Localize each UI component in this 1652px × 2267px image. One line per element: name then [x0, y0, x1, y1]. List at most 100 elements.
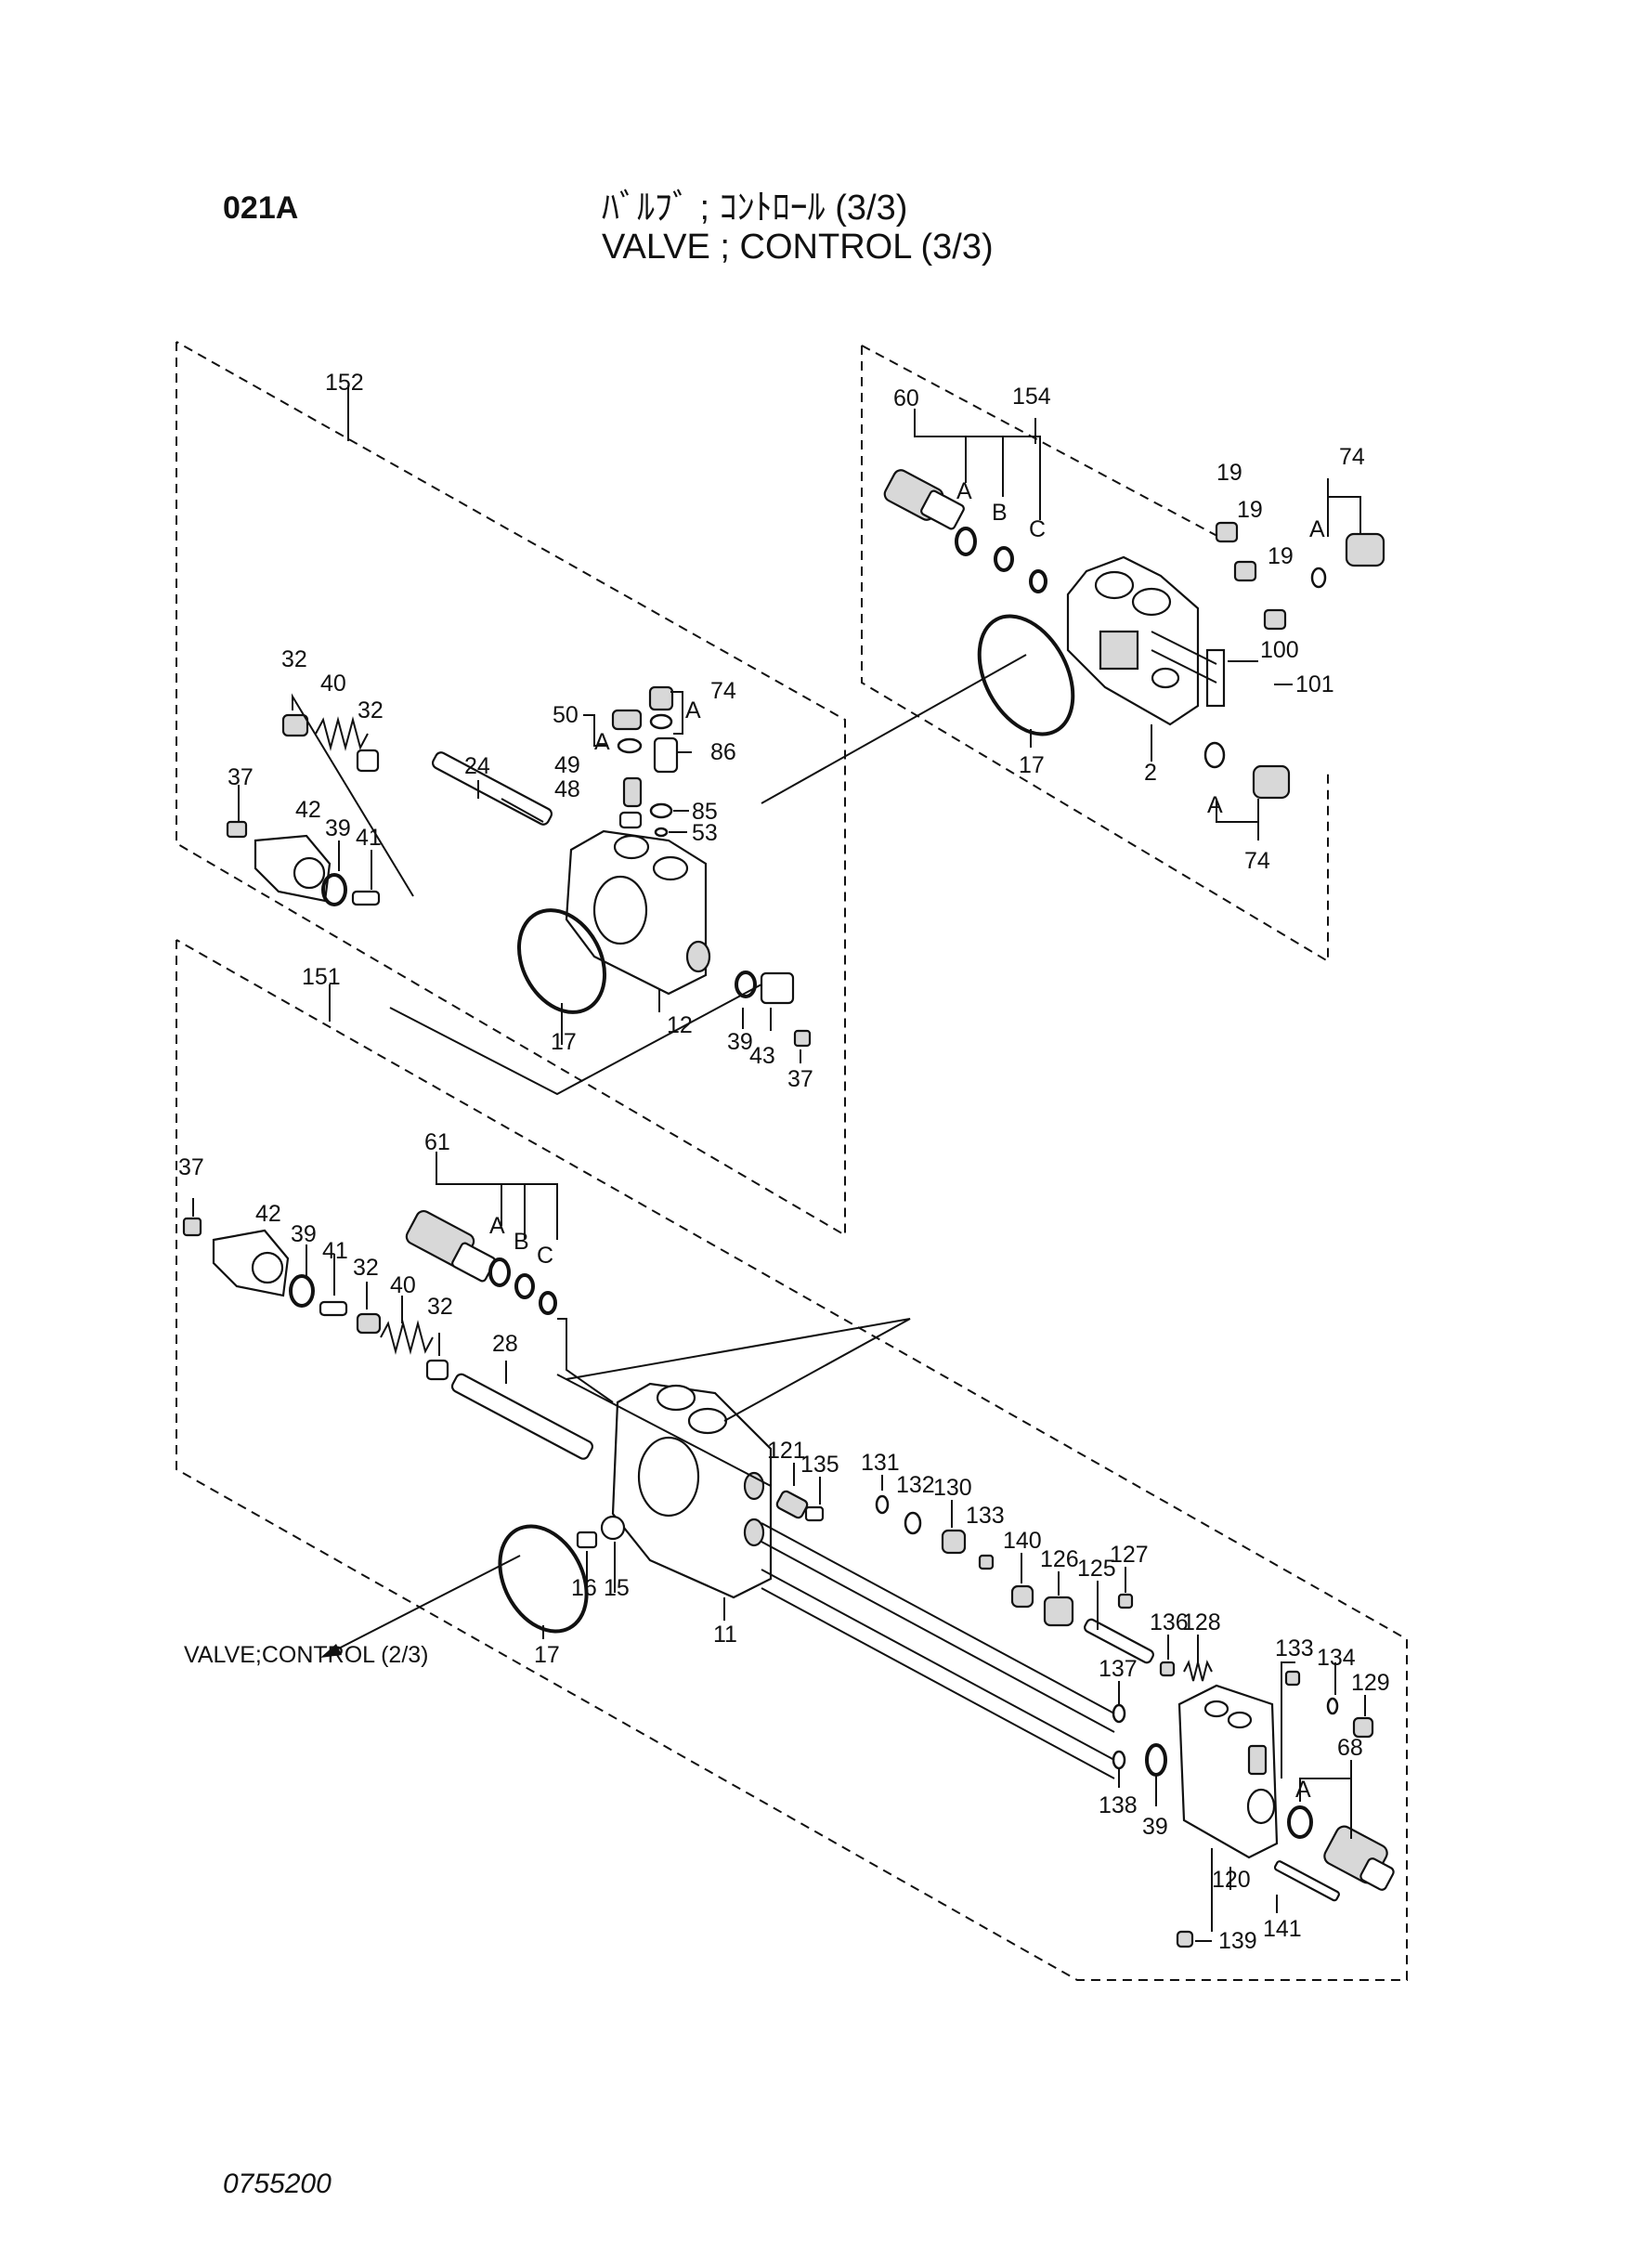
plug-139 [1176, 1930, 1194, 1948]
callout-37-c: 37 [178, 1154, 204, 1180]
callout-130: 130 [933, 1475, 972, 1501]
callout-131: 131 [861, 1450, 900, 1476]
callout-61-a: A [489, 1213, 505, 1239]
block-120 [1177, 1684, 1279, 1859]
callout-126: 126 [1040, 1546, 1079, 1572]
callout-37-b: 37 [787, 1066, 813, 1092]
o-ring-85 [649, 802, 673, 819]
callout-32-c: 32 [353, 1255, 379, 1281]
callout-40-b: 40 [390, 1272, 416, 1298]
seat-15 [600, 1515, 626, 1541]
adapter-86 [653, 736, 679, 774]
document-number: 0755200 [223, 2169, 332, 2199]
o-ring-60b [994, 546, 1014, 572]
plug-74-mid [648, 685, 674, 711]
callout-19-a: 19 [1216, 460, 1242, 486]
callout-74-bottom-a: A [1207, 792, 1223, 818]
group-154-boundary [861, 345, 1329, 963]
plug-121 [775, 1490, 809, 1519]
bolt-37c [182, 1217, 202, 1237]
cap-50 [611, 709, 643, 731]
callout-60-b: B [992, 500, 1008, 526]
callout-16: 16 [571, 1575, 597, 1601]
callout-61: 61 [424, 1129, 450, 1155]
callout-61-c: C [537, 1243, 553, 1269]
callout-132: 132 [896, 1472, 935, 1498]
poppet-48 [618, 811, 643, 829]
o-ring-138 [1112, 1750, 1126, 1770]
o-ring-39a [321, 873, 347, 906]
o-ring-131 [875, 1494, 890, 1515]
callout-12: 12 [667, 1012, 693, 1038]
callout-138: 138 [1099, 1792, 1138, 1818]
spool-28 [450, 1373, 593, 1460]
callout-39-a: 39 [325, 815, 351, 841]
diagram-code: 021A [223, 190, 299, 226]
plug-140 [1010, 1584, 1034, 1609]
callout-39-d: 39 [1142, 1814, 1168, 1840]
leader-60 [914, 409, 1041, 520]
o-ring-53 [654, 827, 669, 838]
valve-body-11 [611, 1382, 773, 1599]
callout-133-b: 133 [1275, 1635, 1314, 1661]
callout-140: 140 [1003, 1528, 1042, 1554]
callout-17-mid: 17 [551, 1029, 577, 1055]
relief-valve-61 [405, 1209, 496, 1283]
cap-42b [212, 1229, 290, 1297]
cap-42a [254, 834, 332, 903]
callout-32-b: 32 [358, 697, 384, 723]
callout-125: 125 [1077, 1556, 1116, 1582]
o-ring-68 [1287, 1805, 1313, 1839]
o-ring-61a [488, 1257, 511, 1287]
bolt-37b [793, 1029, 812, 1048]
callout-17-top: 17 [1019, 752, 1045, 778]
relief-valve-68 [1323, 1825, 1395, 1891]
callout-42-a: 42 [295, 797, 321, 823]
callout-28: 28 [492, 1331, 518, 1357]
callout-41-b: 41 [322, 1238, 348, 1264]
o-ring-74-bottom [1203, 741, 1226, 769]
callout-120: 120 [1212, 1867, 1251, 1893]
callout-74-bottom: 74 [1244, 848, 1270, 874]
callout-32-a: 32 [281, 646, 307, 672]
callout-37-a: 37 [228, 764, 254, 790]
callout-133-a: 133 [966, 1503, 1005, 1529]
relief-valve-60 [883, 469, 965, 530]
callout-74-top: 74 [1339, 444, 1365, 470]
spool-24 [431, 751, 553, 826]
callout-60-a: A [956, 478, 972, 504]
nut-19 [1215, 521, 1287, 631]
callout-135: 135 [800, 1452, 839, 1478]
spring-128 [1183, 1660, 1213, 1682]
callout-134: 134 [1317, 1645, 1356, 1671]
callout-137: 137 [1099, 1656, 1138, 1682]
o-ring-17-mid [516, 908, 607, 1014]
bolt-141 [1273, 1860, 1340, 1902]
o-ring-132 [904, 1511, 922, 1535]
o-ring-133b [1284, 1670, 1301, 1687]
callout-85: 85 [692, 799, 718, 825]
plug-130 [941, 1529, 967, 1555]
callout-154: 154 [1012, 384, 1051, 410]
callout-41-a: 41 [356, 825, 382, 851]
spring-16 [576, 1531, 598, 1549]
callout-60-c: C [1029, 516, 1046, 542]
plug-126 [1043, 1596, 1074, 1627]
plug-129 [1352, 1716, 1374, 1739]
callout-39-b: 39 [727, 1029, 753, 1055]
group-151-boundary [176, 939, 1408, 1981]
callout-128: 128 [1182, 1609, 1221, 1635]
callout-100: 100 [1260, 637, 1299, 663]
spring-40b [380, 1320, 434, 1355]
callout-74-top-a: A [1309, 516, 1325, 542]
cap-43 [760, 971, 795, 1005]
callout-68: 68 [1337, 1735, 1363, 1761]
o-ring-133a [978, 1554, 995, 1570]
callout-74-mid-a: A [685, 697, 701, 723]
o-ring-135 [804, 1505, 825, 1522]
o-ring-61c [539, 1291, 557, 1315]
callout-127: 127 [1110, 1542, 1149, 1568]
spring-40a [315, 716, 369, 751]
callout-2: 2 [1144, 760, 1157, 786]
